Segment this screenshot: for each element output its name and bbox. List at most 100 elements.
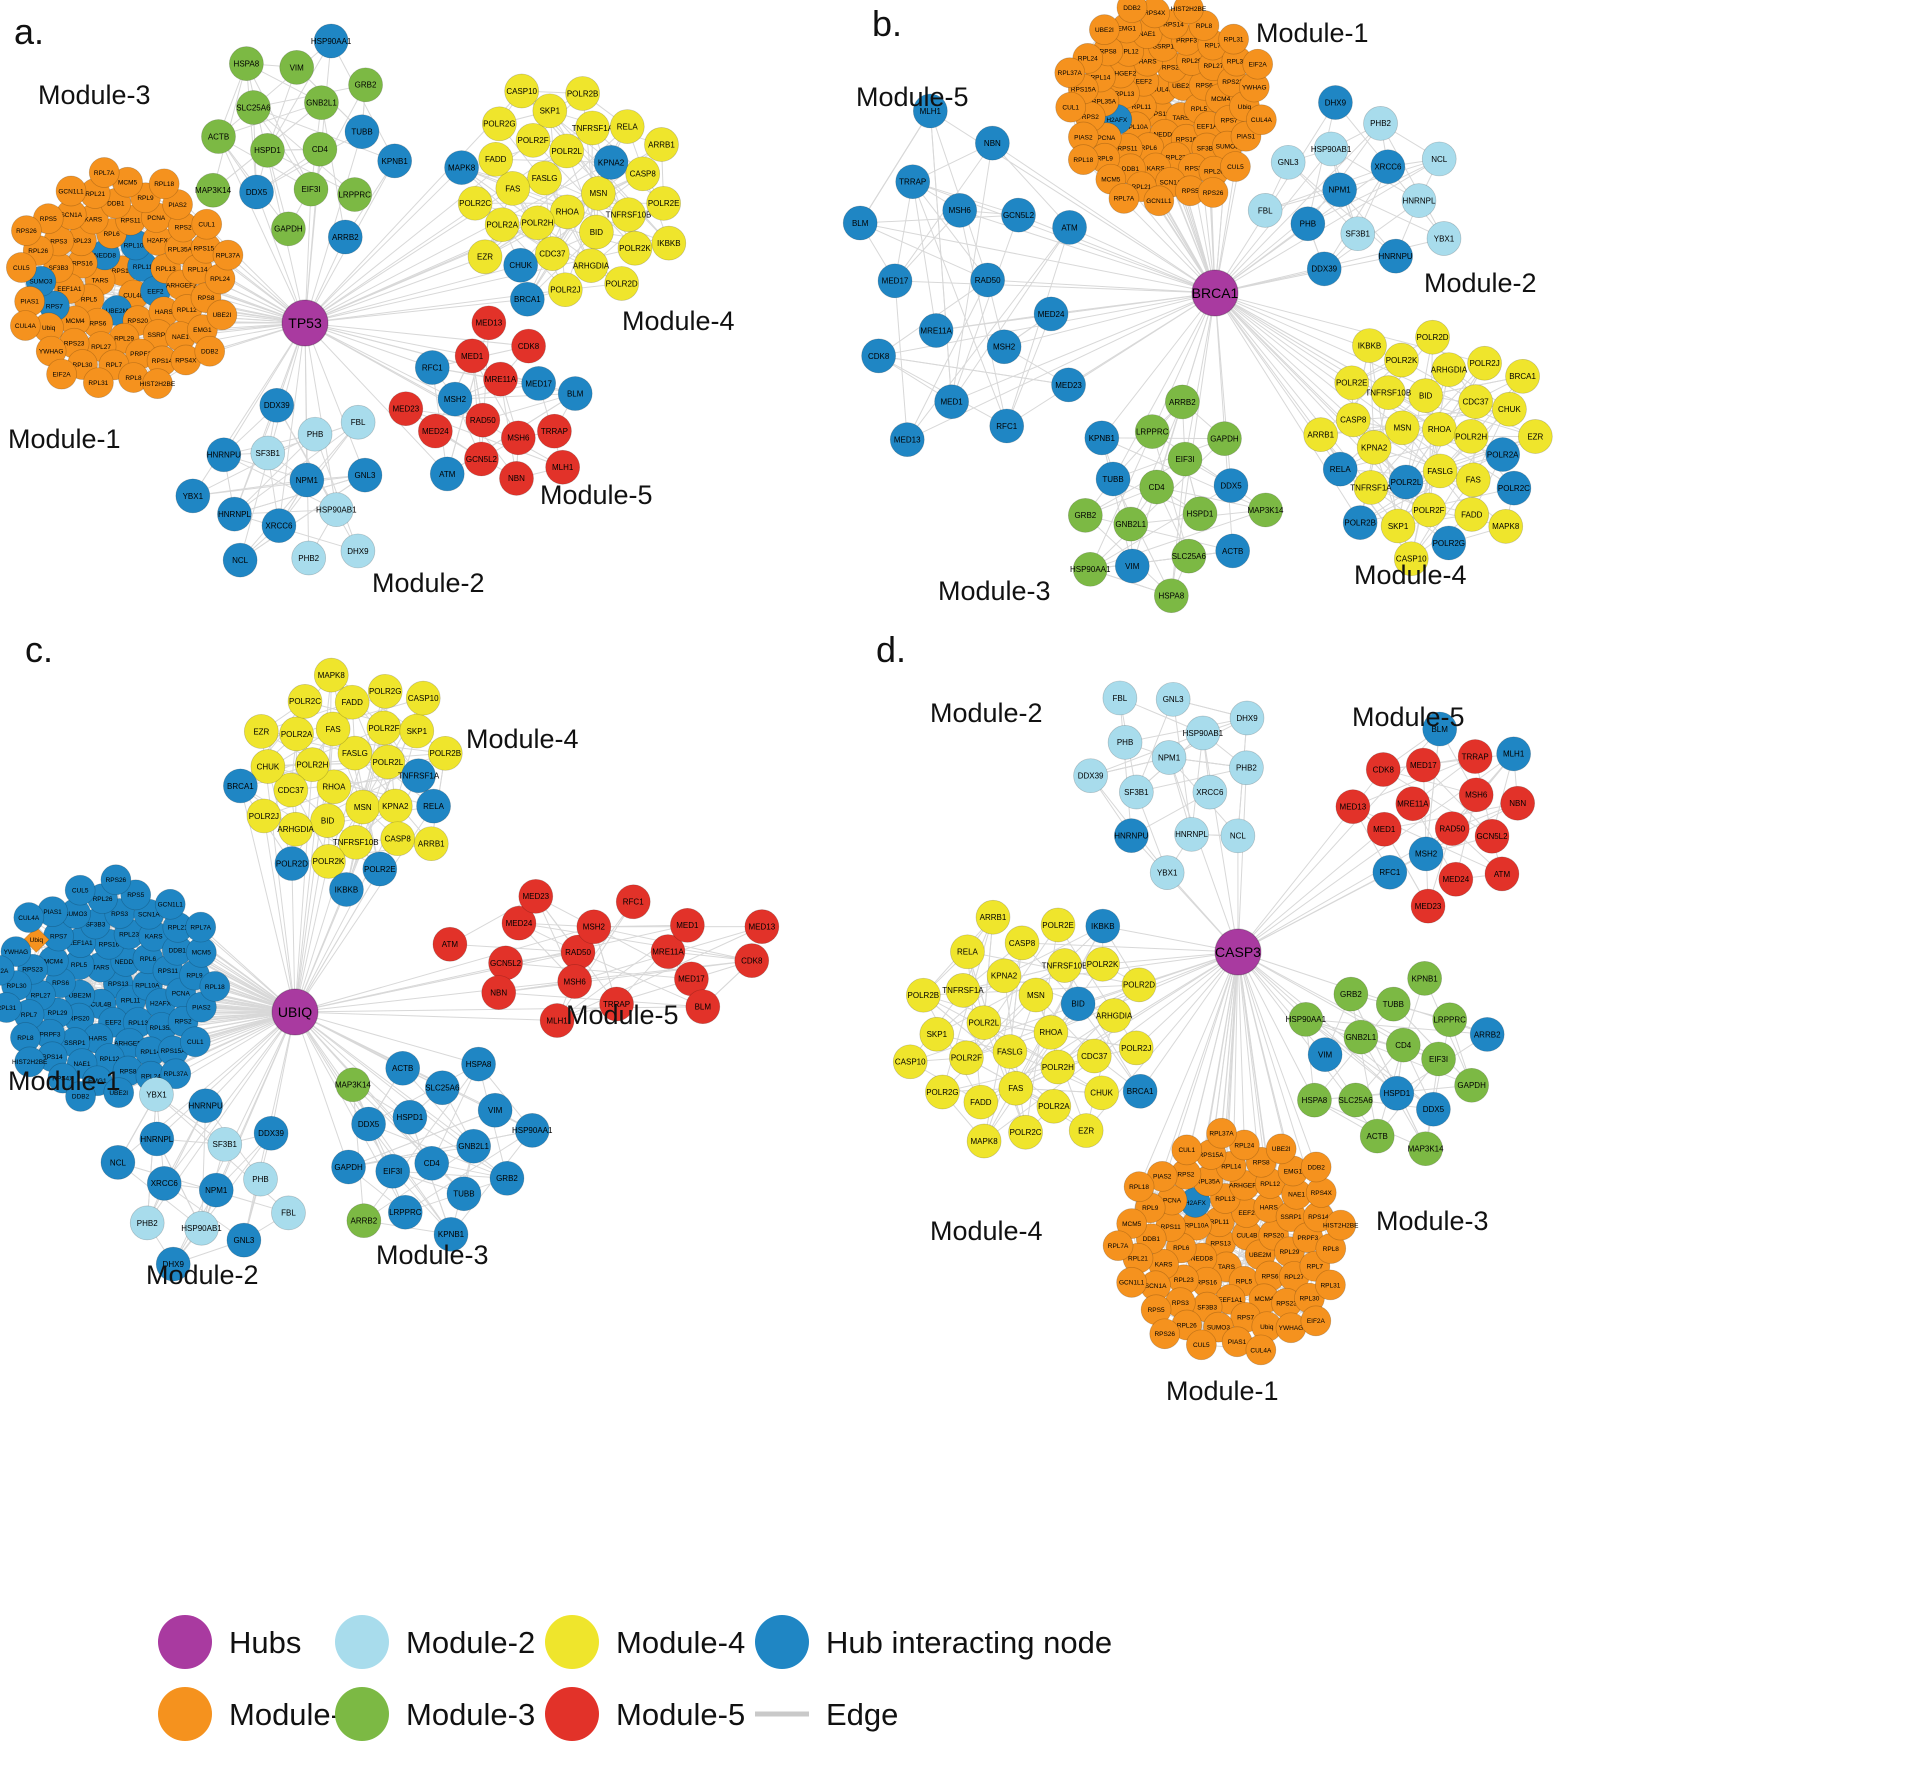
gene-label: YWHAG [1242,84,1267,91]
gene-label: RPS26 [1154,1331,1175,1338]
gene-label: PIAS1 [20,299,39,306]
gene-label: EIF3I [1175,455,1194,464]
gene-label: RPS5 [1148,1307,1165,1314]
gene-label: HSP90AA1 [311,37,352,46]
gene-label: EEF1A1 [1197,124,1222,131]
gene-node [1365,752,1401,787]
legend-label: Module-3 [406,1697,535,1732]
gene-label: TRRAP [541,427,568,436]
gene-node [1229,750,1264,786]
gene-label: CASP8 [385,835,412,844]
edge [1380,123,1445,239]
gene-node [405,680,441,716]
gene-node [1454,1067,1489,1103]
gene-node [289,462,325,498]
gene-label: BRCA1 [227,782,254,791]
gene-label: MED13 [1340,803,1367,812]
edge [1069,226,1216,294]
edge [987,279,1216,294]
gene-label: RPS23 [22,967,43,974]
gene-node [206,299,238,331]
gene-node [243,1161,278,1197]
edge [518,922,752,962]
gene-label: RPL35A [1092,99,1117,106]
gene-label: YWHAG [4,949,29,956]
gene-label: MED17 [525,379,552,388]
gene-label: GAPDH [274,225,303,234]
gene-label: H2AFX [150,1001,172,1008]
gene-node [1353,470,1389,505]
gene-label: POLR2A [486,221,518,230]
gene-label: RPS13 [1149,111,1170,118]
gene-label: HNRNPU [207,451,241,460]
gene-node [310,803,345,838]
gene-label: YBX1 [1434,234,1455,243]
edge [1139,951,1239,1092]
gene-label: GRB2 [496,1174,518,1183]
gene-label: FAS [326,725,341,734]
gene-node [399,713,435,749]
gene-node [1089,14,1120,46]
gene-label: RPS3 [111,911,128,918]
gene-label: ATM [1494,870,1511,879]
gene-label: KPNB1 [1089,434,1116,443]
gene-label: IKBKB [1091,922,1115,931]
edge [1221,951,1239,1134]
gene-label: VIM [1318,1051,1333,1060]
edge [1184,292,1216,460]
gene-label: POLR2L [551,147,582,156]
gene-label: EZR [253,727,269,736]
gene-node [388,391,424,427]
gene-label: GCN1L1 [158,902,184,909]
gene-node [593,145,629,180]
gene-label: PHB2 [298,554,319,563]
gene-node [1297,1082,1332,1118]
gene-node [199,971,231,1002]
gene-node [427,735,463,771]
gene-label: RPL6 [1173,1245,1190,1252]
gene-label: POLR2L [372,758,403,767]
gene-node [1407,961,1442,996]
gene-label: TUBB [351,128,372,137]
gene-label: GNB2L1 [458,1142,489,1151]
gene-label: MED23 [392,405,419,414]
gene-node [575,110,610,146]
gene-label: HSPD1 [1187,510,1214,519]
gene-label: HSP90AB1 [1183,729,1224,738]
gene-label: RPL18 [1073,157,1093,164]
gene-node [11,215,42,246]
gene-label: NAE1 [1139,31,1156,38]
gene-label: RPS8 [197,295,214,302]
gene-node [1340,216,1376,252]
gene-label: MSH6 [949,206,972,215]
gene-node [557,376,593,411]
gene-label: DHX9 [163,1260,185,1269]
gene-label: PHB [1300,220,1316,229]
gene-label: POLR2E [648,199,680,208]
edge [294,926,594,1013]
gene-node [464,441,499,477]
gene-label: ARRB1 [980,913,1007,922]
gene-label: NEDD8 [1154,132,1176,139]
gene-node [477,1092,513,1128]
gene-node [1375,986,1411,1022]
edge [239,474,366,561]
gene-node [1055,91,1087,123]
gene-node [456,1128,491,1164]
gene-label: RPL18 [154,181,174,188]
gene-node [1036,1088,1072,1124]
gene-node [1186,1329,1217,1361]
gene-label: SF3B3 [85,921,105,928]
gene-label: NEDD8 [94,252,116,259]
gene-node [1116,0,1148,24]
gene-node [351,1106,386,1142]
gene-label: Ubiq [1238,104,1252,111]
gene-label: CUL1 [187,1039,204,1046]
gene-label: POLR2K [1087,960,1119,969]
gene-label: RHOA [1039,1028,1063,1037]
gene-node [1218,23,1249,55]
module-label: Module-3 [38,80,151,110]
gene-label: MSH2 [993,343,1016,352]
gene-node [344,114,380,150]
gene-label: DDX5 [1220,481,1242,490]
